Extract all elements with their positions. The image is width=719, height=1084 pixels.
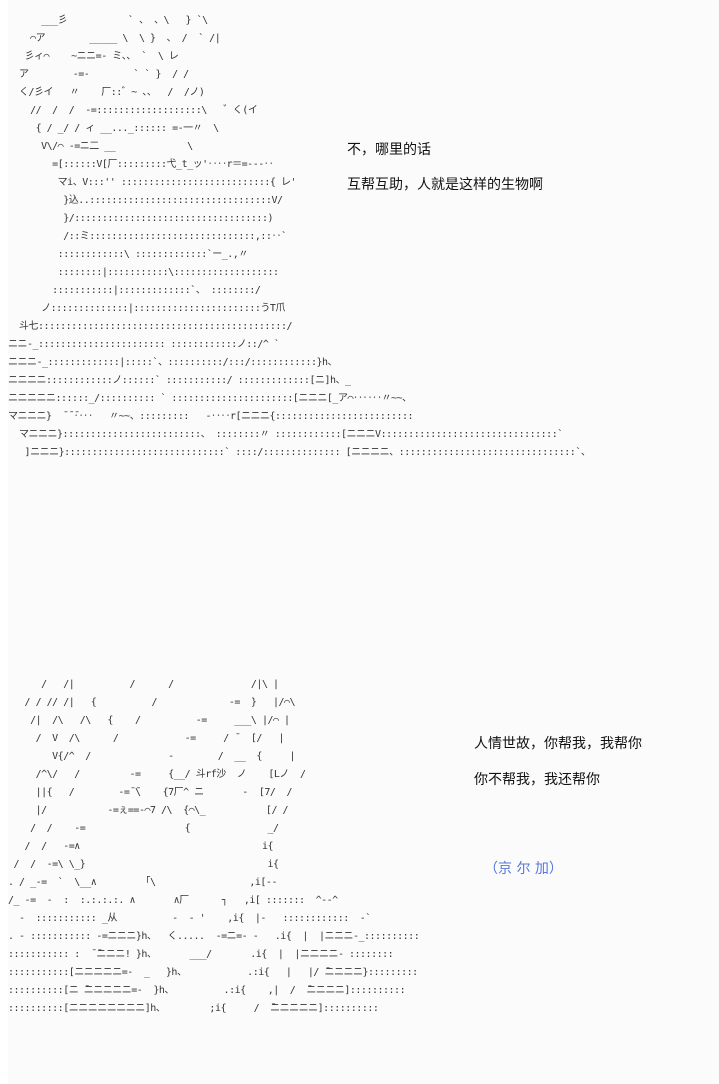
art-line: { / _/ / ィ __..._:::::: =-一〃 \: [8, 123, 220, 134]
art-line: ̄ア -=- ` ` } / /: [8, 69, 190, 80]
art-line: 斗七::::::::::::::::::::::::::::::::::::::…: [8, 321, 292, 332]
art-line: く/彡イ 〃 厂::゛~ 、、 / /ノ): [8, 87, 205, 98]
art-line: / / -=∧ i{: [8, 841, 274, 852]
art-line: ___彡 ` 、 、\ } `\: [8, 15, 208, 26]
page-edge: [0, 0, 8, 1084]
art-line: // / / -=:::::::::::::::::::\ ゛く(イ: [8, 105, 258, 116]
ascii-art-panel-1: ___彡 ` 、 、\ } `\ ⌒ア _____ \ \ } 、 / ` /|…: [8, 12, 591, 462]
art-line: マi、V:::'' :::::::::::::::::::::::::::{ レ…: [8, 177, 297, 188]
art-line: }込..:::::::::::::::::::::::::::::::::V/: [8, 195, 283, 206]
art-line: :::::::::::|:::::::::::::`、 ::::::::/: [8, 285, 261, 296]
art-line: ニニニニ::::::::::::ノ::::::` :::::::::::/ ::…: [8, 375, 351, 386]
dialogue-line-2: 互帮互助，人就是这样的生物啊: [347, 177, 543, 193]
art-line: ::::::::::::\ :::::::::::::`ー_.,〃: [8, 249, 249, 260]
art-line: / / -= { _/: [8, 823, 279, 834]
art-line: ::::::::|:::::::::::\:::::::::::::::::::: [8, 267, 279, 278]
art-line: /| /\ /\ { / -= ___\ |/⌒ |: [8, 715, 290, 726]
art-line: / / -=\ \_} i{: [8, 859, 280, 870]
art-line: }/:::::::::::::::::::::::::::::::::::): [8, 213, 273, 224]
art-line: ノ::::::::::::::|:::::::::::::::::::::::う…: [8, 303, 285, 314]
art-line: ニニ-_::::::::::::::::::::::: ::::::::::::…: [8, 339, 280, 350]
art-line: ニニニ-_:::::::::::::|:::::`、::::::::::/:::…: [8, 357, 338, 368]
art-line: :::::::::::[ニニニニニ=- _ }h、 .:i{ | |/ ̄ニニニ…: [8, 967, 418, 978]
dialogue-line-4: 你不帮我，我还帮你: [474, 772, 600, 788]
art-line: . / _-= ` \__∧ 「\ ,i[--: [8, 877, 277, 888]
art-line: /^\/ / -= {__/ 斗rf沙 ノ [Lノ /: [8, 769, 306, 780]
art-line: ::::::::::[ニ ̄ニニニニニ=- }h、 .:i{ ,| / ̄ニニニ…: [8, 985, 406, 996]
art-line: ]ニニニ}:::::::::::::::::::::::::::::` ::::…: [8, 447, 591, 458]
dialogue-line-3: 人情世故，你帮我，我帮你: [474, 736, 642, 752]
art-line: /::ミ::::::::::::::::::::::::::::::,::‥`: [8, 231, 287, 242]
art-line: - ::::::::::: _从 - ‐ ' ,i{ |- ::::::::::…: [8, 913, 371, 924]
ascii-art-panel-2: / /| / / /|\ | / / // /| { / -= } |/⌒\ /…: [8, 676, 420, 1018]
art-line: ニニニニニ::::::_/:::::::::: ` ::::::::::::::…: [8, 393, 412, 404]
art-line: / V /\ / -= / ̄ [/ |: [8, 733, 285, 744]
art-line: |/ -=ぇ==-⌒7 /\ {⌒\_ [/ /: [8, 805, 289, 816]
art-line: . - ::::::::::: -=ニニニ}h、 く..... -=ニ=- - …: [8, 931, 420, 942]
art-line: マニニニ}:::::::::::::::::::::::::、 ::::::::…: [8, 429, 563, 440]
art-line: /_ -= - : :.:.:.:. ∧ ∧厂 ┐ ,i[ ::::::: ^‐…: [8, 895, 338, 906]
art-line: ⌒ア _____ \ \ } 、 / ` /|: [8, 33, 221, 44]
art-line: =[::::::V[厂:::::::::弋_t_ッ'‥‥r＝=‐‐‐‥: [8, 159, 274, 170]
art-line: / / // /| { / -= } |/⌒\: [8, 697, 296, 708]
speaker-name: （京 尔 加）: [484, 861, 563, 877]
art-line: V{/^ / - / __ { |: [8, 751, 296, 762]
art-line: マニニニ} ̄ ̄ ̄‥‥ 〃~~、::::::::: -‥‥r[ニニニ{:::…: [8, 411, 414, 422]
art-line: / /| / / /|\ |: [8, 679, 279, 690]
dialogue-line-1: 不，哪里的话: [347, 142, 431, 158]
art-line: V\/⌒ -=ニ二 __ \: [8, 141, 193, 152]
art-line: 彡ィ⌒ ~ニニ=- ミ、、 ` \ レ: [8, 51, 179, 62]
art-line: ::::::::::: : ̄ ̄ニニニ! }h、 ___/ .i{ | |ニニ…: [8, 949, 394, 960]
art-line: ||{ / -=̄ ̄\ {7厂^ ニ - [7/ /: [8, 787, 293, 798]
art-line: ::::::::::[ニニニニニニニニ]h、 ;i{ / ̄ニニニニニ]::::…: [8, 1003, 379, 1014]
